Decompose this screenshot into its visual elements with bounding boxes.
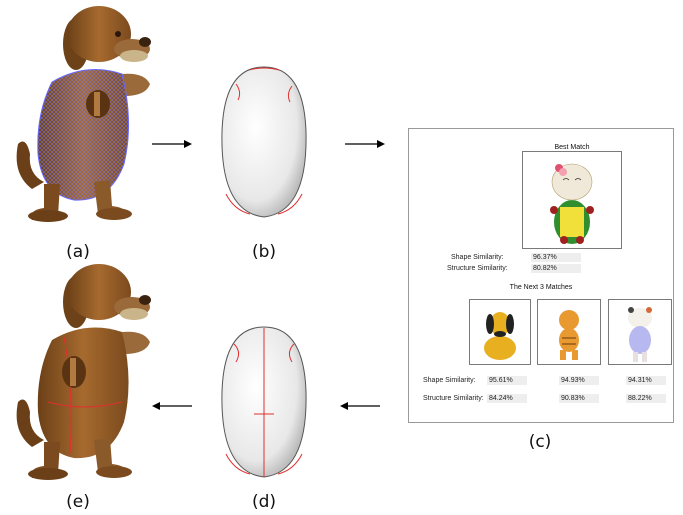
next-shape-value-1: 95.61% [487, 376, 527, 385]
match-thumbnail-1[interactable] [469, 299, 531, 365]
caption-b: (b) [234, 242, 294, 262]
best-match-thumbnail[interactable] [522, 151, 622, 249]
arrow-a-to-b [150, 138, 194, 150]
caption-a: (a) [48, 242, 108, 262]
match-thumbnail-3[interactable] [608, 299, 672, 365]
next-shape-value-3: 94.31% [626, 376, 666, 385]
caption-e: (e) [48, 492, 108, 512]
arrow-c-to-d [338, 400, 382, 412]
shape-abstraction-figure [214, 62, 314, 222]
best-shape-label: Shape Similarity: [451, 254, 504, 261]
best-structure-label: Structure Similarity: [447, 265, 508, 272]
best-structure-value: 80.82% [531, 264, 581, 273]
next-shape-label: Shape Similarity: [423, 377, 476, 384]
match-figure-pluto [470, 300, 530, 364]
best-match-title: Best Match [522, 144, 622, 151]
next-structure-value-3: 88.22% [626, 394, 666, 403]
next-structure-value-2: 90.83% [559, 394, 599, 403]
next-matches-title: The Next 3 Matches [491, 284, 591, 291]
best-match-figure [523, 152, 621, 248]
best-shape-value: 96.37% [531, 253, 581, 262]
next-structure-value-1: 84.24% [487, 394, 527, 403]
structure-abstraction-figure [214, 322, 314, 482]
next-structure-label: Structure Similarity: [423, 395, 484, 402]
caption-d: (d) [234, 492, 294, 512]
match-thumbnail-2[interactable] [537, 299, 601, 365]
match-figure-kitty [609, 300, 671, 364]
arrow-d-to-e [150, 400, 194, 412]
caption-c: (c) [510, 432, 570, 452]
match-figure-tigger [538, 300, 600, 364]
dog-with-mesh-figure [4, 4, 154, 229]
arrow-b-to-c [343, 138, 387, 150]
dog-with-structure-figure [4, 262, 154, 487]
next-shape-value-2: 94.93% [559, 376, 599, 385]
retrieval-results-panel: Best Match Shape Similarity: 96.37% Stru… [408, 128, 674, 423]
